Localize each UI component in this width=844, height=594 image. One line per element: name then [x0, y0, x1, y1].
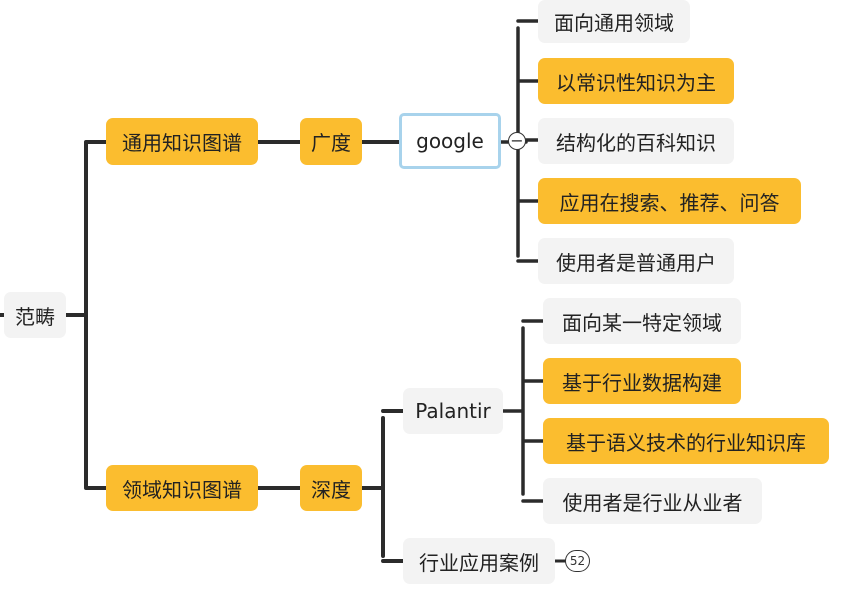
connector-root-branch [64, 140, 108, 490]
feature-label: 应用在搜索、推荐、问答 [559, 190, 780, 215]
feature-label: 面向某一特定领域 [562, 310, 722, 335]
feature-node-highlight[interactable]: 应用在搜索、推荐、问答 [538, 178, 801, 224]
feature-label: 使用者是普通用户 [556, 250, 716, 275]
example-label: google [416, 129, 484, 153]
root-node[interactable]: 范畴 [4, 292, 66, 338]
feature-label: 以常识性知识为主 [556, 70, 716, 95]
feature-node[interactable]: 使用者是行业从业者 [543, 478, 762, 524]
collapse-minus-icon[interactable]: − [508, 132, 526, 150]
root-label: 范畴 [15, 304, 55, 329]
branch-domain-kg[interactable]: 领域知识图谱 [106, 465, 258, 511]
feature-node[interactable]: 面向某一特定领域 [543, 298, 741, 344]
connector-depth-children [360, 409, 405, 563]
feature-node[interactable]: 面向通用领域 [538, 0, 690, 43]
branch-label: 领域知识图谱 [122, 477, 242, 502]
dimension-label: 广度 [311, 131, 351, 155]
feature-label: 基于语义技术的行业知识库 [566, 430, 806, 455]
feature-label: 使用者是行业从业者 [562, 490, 743, 515]
feature-label: 结构化的百科知识 [556, 130, 716, 155]
feature-node-highlight[interactable]: 基于语义技术的行业知识库 [543, 418, 829, 464]
feature-node-highlight[interactable]: 以常识性知识为主 [538, 58, 734, 104]
dimension-breadth[interactable]: 广度 [300, 118, 362, 165]
example-google[interactable]: google [399, 113, 501, 169]
feature-node-highlight[interactable]: 基于行业数据构建 [543, 358, 741, 404]
example-palantir[interactable]: Palantir [403, 388, 503, 434]
connector-branch-dimension [256, 140, 302, 490]
feature-node[interactable]: 使用者是普通用户 [538, 238, 734, 284]
dimension-depth[interactable]: 深度 [300, 465, 362, 511]
feature-label: 基于行业数据构建 [562, 370, 722, 395]
dimension-label: 深度 [311, 477, 351, 502]
branch-general-kg[interactable]: 通用知识图谱 [106, 118, 258, 165]
cases-label: 行业应用案例 [419, 550, 539, 575]
cases-node[interactable]: 行业应用案例 [403, 538, 555, 584]
collapsed-count-badge[interactable]: 52 [565, 550, 590, 572]
connector-palantir-features [501, 319, 545, 503]
feature-label: 面向通用领域 [554, 11, 674, 35]
feature-node[interactable]: 结构化的百科知识 [538, 118, 734, 164]
branch-label: 通用知识图谱 [122, 131, 242, 155]
example-label: Palantir [415, 399, 491, 423]
